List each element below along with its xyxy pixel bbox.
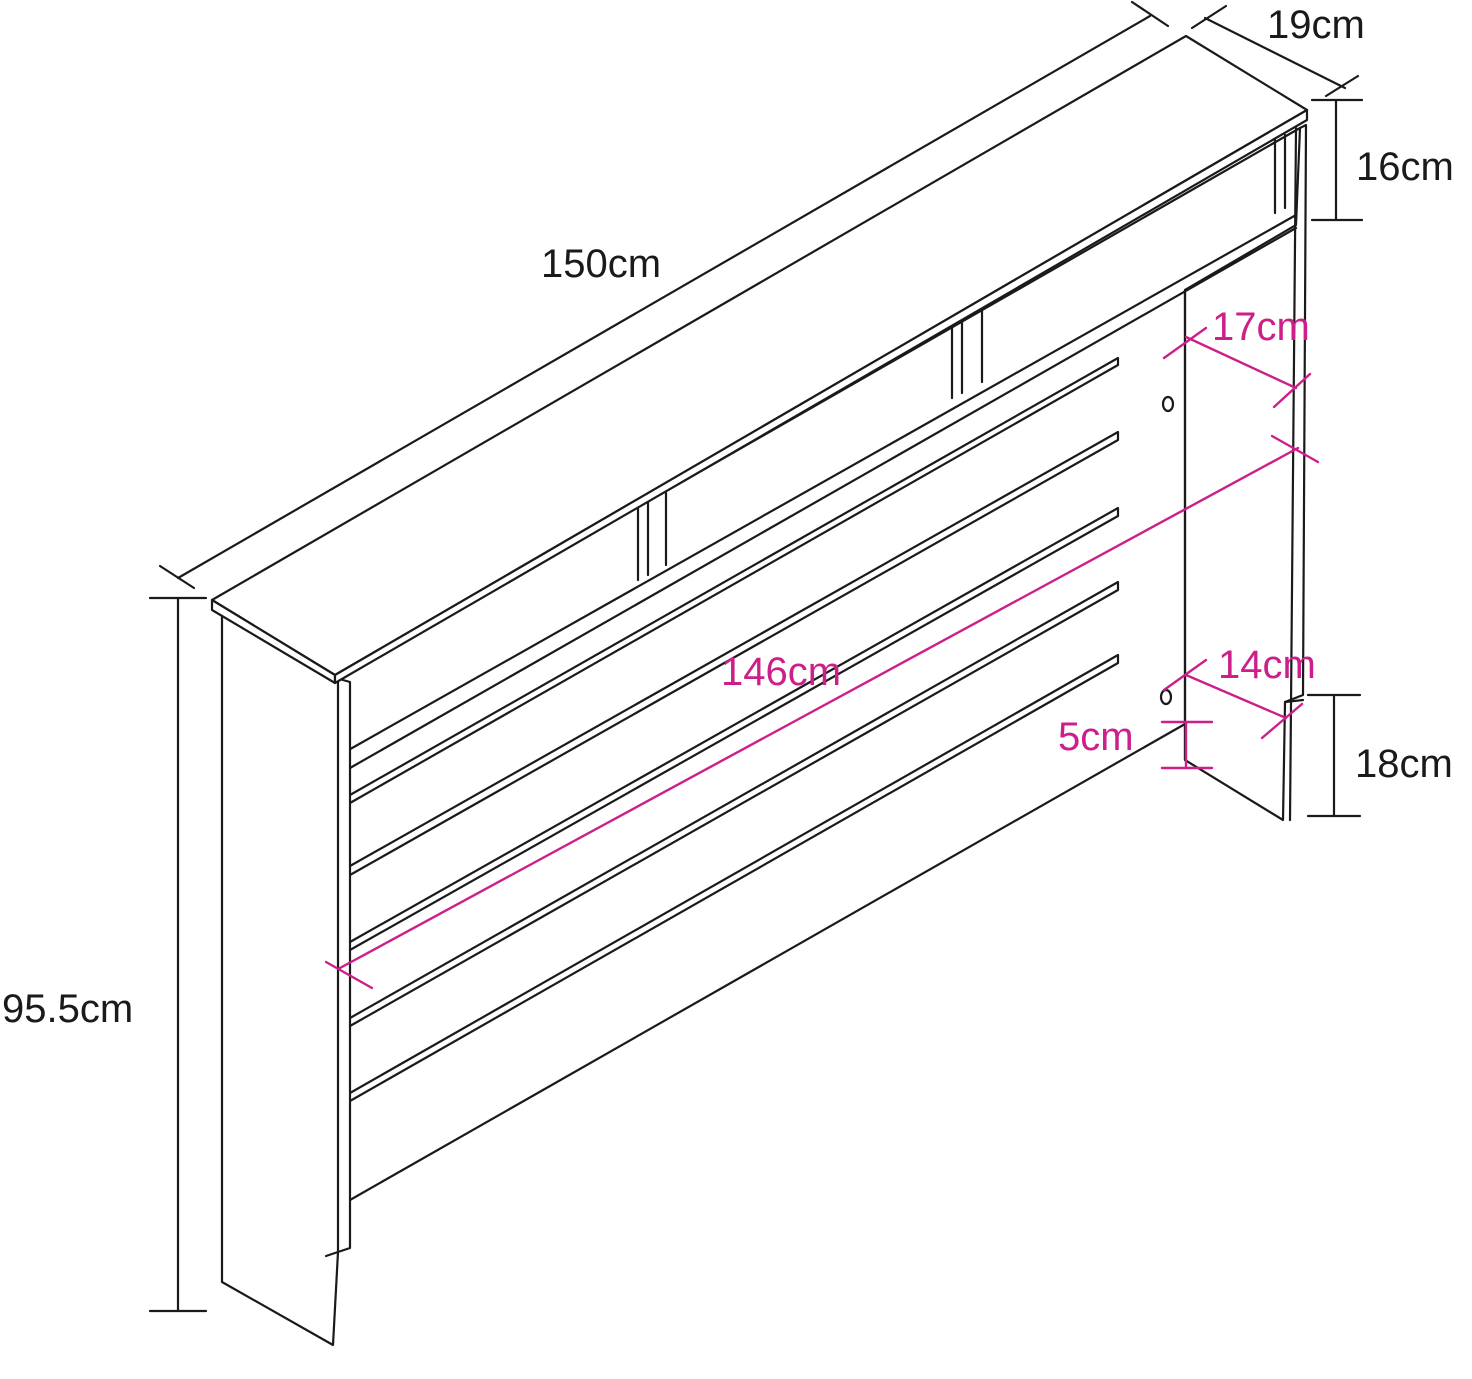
left-foot-notch: [324, 1250, 340, 1258]
depth-dimension: [1190, 4, 1360, 98]
right-side-panel: [1183, 123, 1308, 822]
accent-dimension-lines: [324, 326, 1320, 990]
dimension-labels: 150cm 19cm 16cm 95.5cm 18cm 146cm 17cm 1…: [2, 3, 1454, 1031]
top-height-label: 16cm: [1356, 145, 1454, 189]
divider-post-right: [950, 306, 984, 400]
base-height-label: 18cm: [1355, 742, 1453, 786]
front-slats: [348, 356, 1187, 1202]
top-board: [210, 34, 1309, 677]
base-depth-dimension: [1162, 658, 1304, 740]
base-height-dimension: [1306, 693, 1362, 818]
right-foot-notch: [1283, 698, 1305, 704]
dimension-lines: [148, 0, 1364, 1313]
top-height-dimension: [1310, 98, 1364, 222]
width-dimension: [158, 0, 1170, 590]
screw-hole-bottom: [1159, 688, 1173, 706]
height-dimension: [148, 596, 208, 1313]
divider-post-left: [636, 491, 668, 582]
inner-depth-label: 17cm: [1212, 305, 1310, 349]
top-compartment-rail: [343, 213, 1298, 754]
base-depth-label: 14cm: [1218, 643, 1316, 687]
top-board-right-edge: [333, 108, 1309, 685]
right-side-back-edge: [1288, 126, 1298, 822]
inner-depth-dimension: [1162, 326, 1312, 409]
left-side-panel: [220, 611, 352, 1347]
foot-gap-dimension: [1160, 720, 1214, 770]
depth-label: 19cm: [1267, 3, 1365, 47]
top-compartment-rail-inner: [348, 226, 1298, 770]
height-label: 95.5cm: [2, 987, 133, 1031]
inner-width-dimension: [324, 434, 1320, 990]
screw-holes: [1159, 395, 1175, 706]
screw-hole-top: [1161, 395, 1175, 413]
cabinet-drawing: [210, 34, 1309, 1347]
inner-width-label: 146cm: [721, 650, 841, 694]
width-label: 150cm: [541, 242, 661, 286]
foot-gap-label: 5cm: [1058, 715, 1134, 759]
